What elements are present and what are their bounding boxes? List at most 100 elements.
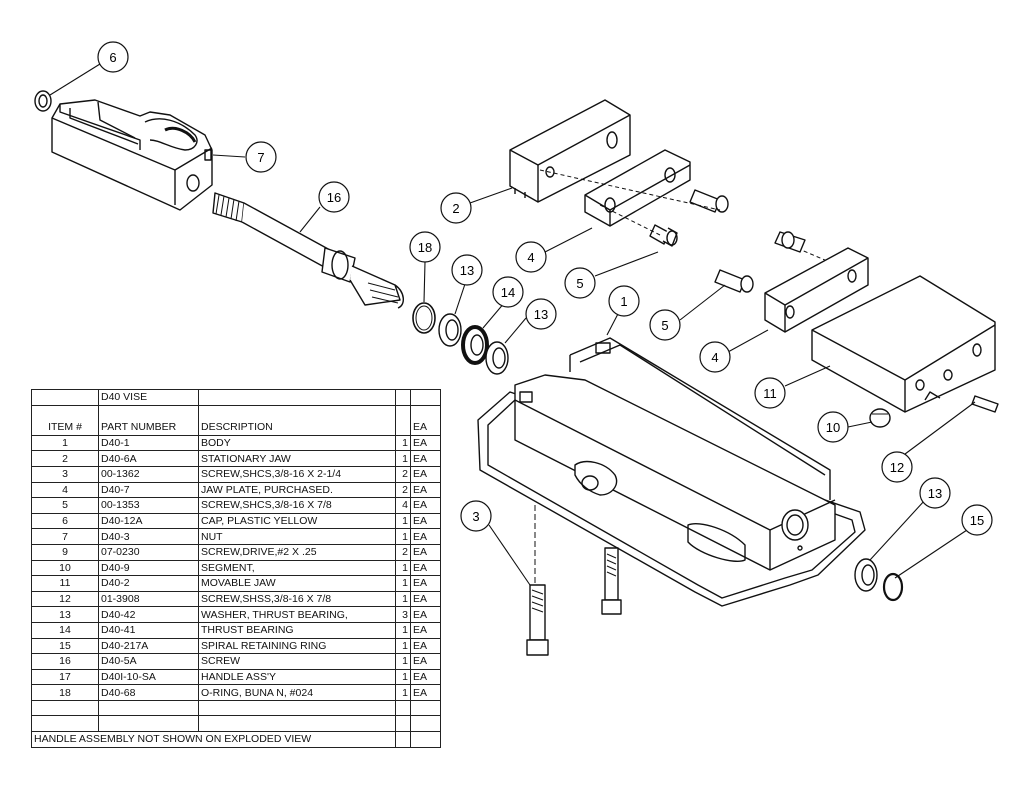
cell-description: SEGMENT, (198, 560, 396, 577)
cell-qty: 3 (395, 606, 411, 623)
balloon-label: 6 (109, 50, 116, 65)
cell-item: 12 (31, 591, 99, 608)
cell-description: STATIONARY JAW (198, 450, 396, 467)
balloon-11: 11 (754, 377, 786, 409)
cell-item: 14 (31, 622, 99, 639)
balloon-5: 5 (649, 309, 681, 341)
cell-item: 9 (31, 544, 99, 561)
part-4-jaw-plate-b (764, 247, 869, 333)
cell-unit: EA (410, 450, 441, 467)
cell-part-number: 00-1362 (98, 466, 199, 483)
balloon-label: 15 (970, 513, 984, 528)
cell-unit: EA (410, 560, 441, 577)
cell-unit: EA (410, 544, 441, 561)
balloon-label: 5 (576, 276, 583, 291)
cell-item: 17 (31, 669, 99, 686)
cell-part-number: D40-41 (98, 622, 199, 639)
cell-description: HANDLE ASS'Y (198, 669, 396, 686)
cell-description: MOVABLE JAW (198, 575, 396, 592)
header-item: ITEM # (31, 420, 99, 436)
cell-part-number: D40-9 (98, 560, 199, 577)
balloon-label: 13 (460, 263, 474, 278)
cell-unit: EA (410, 497, 441, 514)
balloon-6: 6 (97, 41, 129, 73)
balloon-label: 5 (661, 318, 668, 333)
part-5-screw-upper-b (689, 189, 729, 213)
cell-item: 7 (31, 528, 99, 545)
balloon-18: 18 (409, 231, 441, 263)
balloon-label: 7 (257, 150, 264, 165)
cell-description: CAP, PLASTIC YELLOW (198, 513, 396, 530)
balloon-16: 16 (318, 181, 350, 213)
balloon-label: 10 (826, 420, 840, 435)
balloon-label: 4 (527, 250, 534, 265)
cell-qty: 2 (395, 544, 411, 561)
cell-unit: EA (410, 513, 441, 530)
balloon-label: 16 (327, 190, 341, 205)
cell-unit: EA (410, 435, 441, 452)
balloon-14: 14 (492, 276, 524, 308)
part-13-washer-a (438, 313, 462, 347)
cell-unit: EA (410, 528, 441, 545)
header-unit: EA (410, 420, 441, 436)
balloon-2: 2 (440, 192, 472, 224)
balloon-5: 5 (564, 267, 596, 299)
cell-item: 16 (31, 653, 99, 670)
cell-part-number: D40I-10-SA (98, 669, 199, 686)
balloon-15: 15 (961, 504, 993, 536)
cell-qty: 2 (395, 466, 411, 483)
cell-item: 4 (31, 482, 99, 499)
balloon-13: 13 (919, 477, 951, 509)
part-15-ring (882, 572, 904, 602)
part-10-segment (869, 408, 891, 428)
cell-item: 6 (31, 513, 99, 530)
cell-qty: 2 (395, 482, 411, 499)
balloon-label: 12 (890, 460, 904, 475)
part-5-screw-lower (714, 269, 754, 293)
balloon-12: 12 (881, 451, 913, 483)
balloon-label: 18 (418, 240, 432, 255)
balloon-1: 1 (608, 285, 640, 317)
table-header-row: ITEM # PART NUMBER DESCRIPTION EA (31, 420, 441, 436)
cell-unit: EA (410, 669, 441, 686)
cell-item: 18 (31, 684, 99, 701)
cell-description: WASHER, THRUST BEARING, (198, 606, 396, 623)
header-description: DESCRIPTION (198, 420, 396, 436)
cell-unit: EA (410, 482, 441, 499)
cell-qty: 1 (395, 575, 411, 592)
cell-qty: 1 (395, 435, 411, 452)
cell-unit: EA (410, 575, 441, 592)
cell-qty: 4 (395, 497, 411, 514)
cell-part-number: D40-1 (98, 435, 199, 452)
balloon-7: 7 (245, 141, 277, 173)
balloon-label: 4 (711, 350, 718, 365)
leader-lines (49, 63, 976, 586)
callout-balloons: 6 7 16 18 13 14 13 2 4 5 1 5 4 11 10 12 … (97, 41, 993, 536)
balloon-label: 13 (534, 307, 548, 322)
cell-description: SPIRAL RETAINING RING (198, 638, 396, 655)
part-11-movable-jaw (811, 275, 996, 413)
cell-item: 15 (31, 638, 99, 655)
part-1-body (477, 337, 866, 607)
cell-description: JAW PLATE, PURCHASED. (198, 482, 396, 499)
cell-description: SCREW,DRIVE,#2 X .25 (198, 544, 396, 561)
cell-part-number: D40-5A (98, 653, 199, 670)
balloon-label: 3 (472, 509, 479, 524)
cell-qty: 1 (395, 560, 411, 577)
part-14-bearing (461, 325, 489, 365)
table-spacer-row (31, 405, 441, 421)
part-12-setscrew (971, 395, 999, 413)
cell-description: SCREW,SHSS,3/8-16 X 7/8 (198, 591, 396, 608)
table-note: HANDLE ASSEMBLY NOT SHOWN ON EXPLODED VI… (31, 731, 396, 748)
cell-description: O-RING, BUNA N, #024 (198, 684, 396, 701)
cell-qty: 1 (395, 622, 411, 639)
part-4-jaw-plate-a (584, 149, 691, 227)
